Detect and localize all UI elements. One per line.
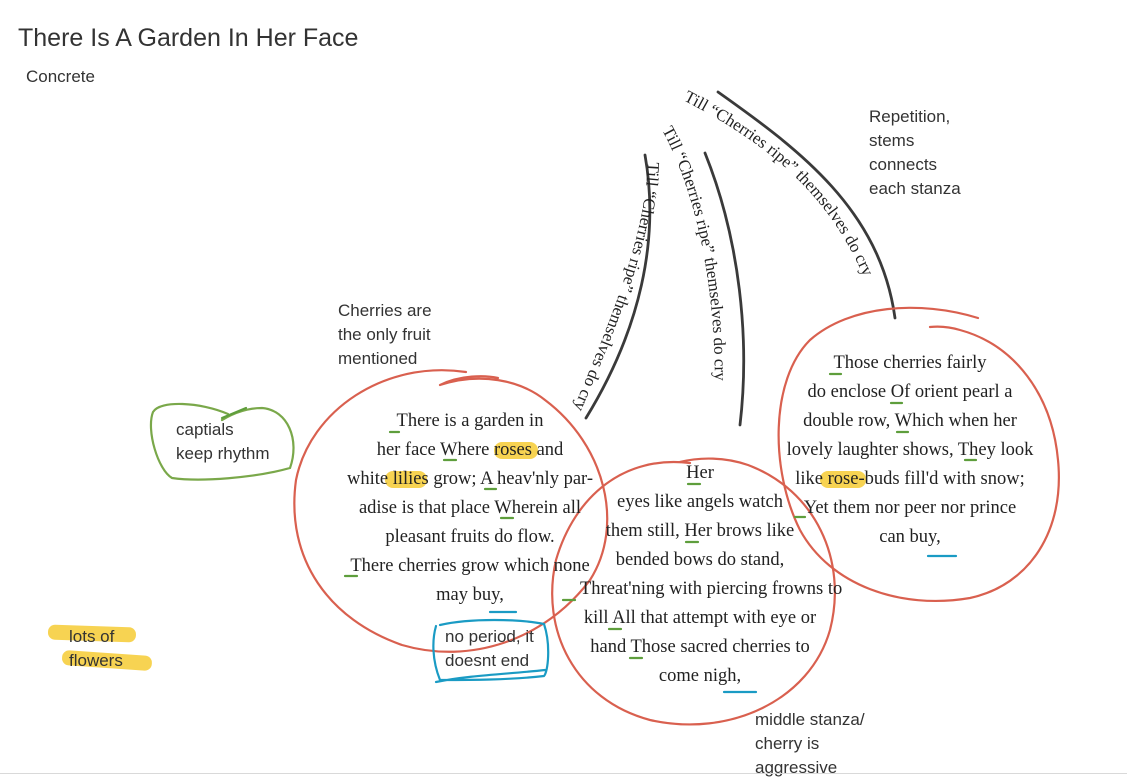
note-line: cherry is [755, 734, 820, 753]
stem-line-2 [703, 151, 746, 427]
poem-line: Her [686, 463, 714, 483]
note-line: stems [869, 131, 915, 150]
note-line: mentioned [338, 349, 418, 368]
poem-line: double row, Which when her [803, 411, 1017, 431]
note-middle-stanza: middle stanza/ cherry is aggressive [755, 708, 865, 780]
poem-line: may buy, [436, 585, 504, 605]
poem-line: eyes like angels watch [617, 492, 783, 512]
poem-line: kill All that attempt with eye or [583, 608, 817, 628]
stem-text-1: Till “Cherries ripe” themselves do cry [570, 162, 663, 415]
note-line: Repetition, [869, 107, 951, 126]
poem-line: like rose-buds fill'd with snow; [795, 469, 1025, 489]
poem-line: There cherries grow which none [350, 556, 590, 576]
capitals-box [149, 402, 295, 481]
poem-line: Those cherries fairly [833, 353, 987, 373]
poem-line: adise is that place Wherein all [358, 498, 582, 518]
highlight-rose-buds [820, 471, 866, 488]
highlights [47, 442, 866, 671]
note-line: doesnt end [445, 651, 530, 670]
capital-underlines [220, 372, 978, 660]
poem-line: lovely laughter shows, They look [786, 440, 1034, 460]
note-line: connects [869, 155, 938, 174]
comma-underlines [488, 554, 958, 694]
poem-line: Threat'ning with piercing frowns to [580, 579, 843, 599]
stem-text-2: Till “Cherries ripe” themselves do cry [658, 123, 729, 381]
poem-line: bended bows do stand, [615, 550, 785, 570]
note-flowers: lots of flowers [69, 625, 123, 673]
note-cherries-fruit: Cherries are the only fruit mentioned [338, 299, 432, 371]
poem-line: hand Those sacred cherries to [590, 637, 810, 657]
page-title: There Is A Garden In Her Face [18, 24, 359, 52]
cherry-circle-1 [293, 369, 609, 653]
highlight-roses [494, 442, 538, 459]
poem-stanza-1: There is a garden in her face Where rose… [330, 407, 610, 610]
note-line: captials [176, 420, 234, 439]
note-line: middle stanza/ [755, 710, 865, 729]
note-repetition: Repetition, stems connects each stanza [869, 105, 961, 201]
note-line: each stanza [869, 179, 961, 198]
stem-line-1 [584, 153, 652, 420]
note-line: keep rhythm [176, 444, 270, 463]
note-line: the only fruit [338, 325, 431, 344]
divider [0, 773, 1127, 774]
cherry-circle-3 [777, 306, 1060, 602]
poem-line: can buy, [879, 527, 941, 547]
poem-line: There is a garden in [396, 411, 544, 431]
cherry-circle-2 [551, 457, 836, 726]
cherry-circles [293, 306, 1060, 726]
poem-stanza-2: Her eyes like angels watch them still, H… [580, 459, 843, 691]
stem-text-2-path: Till “Cherries ripe” themselves do cry [658, 123, 729, 381]
note-line: aggressive [755, 758, 838, 777]
note-no-period: no period, it doesnt end [445, 625, 534, 673]
period-box [432, 618, 550, 684]
note-line: no period, it [445, 627, 534, 646]
poem-line: white lilies grow; A heav'nly par- [347, 469, 593, 489]
poem-line: do enclose Of orient pearl a [807, 382, 1013, 402]
highlight-lilies [385, 471, 427, 488]
highlight-lots-of [47, 624, 136, 643]
form-label: Concrete [26, 67, 95, 86]
note-capitals: captials keep rhythm [176, 418, 270, 466]
note-line: Cherries are [338, 301, 432, 320]
poem-line: them still, Her brows like [605, 521, 795, 541]
highlight-flowers [62, 650, 152, 671]
cherry-stems [584, 90, 897, 427]
poem-line: pleasant fruits do flow. [385, 527, 555, 547]
note-line: lots of [69, 627, 115, 646]
poem-line: Yet them nor peer nor prince [803, 498, 1017, 518]
poem-stanza-3: Those cherries fairly do enclose Of orie… [770, 349, 1050, 552]
poem-line: come nigh, [658, 666, 742, 686]
note-line: flowers [69, 651, 123, 670]
poem-line: her face Where roses and [376, 440, 564, 460]
stem-line-3 [716, 90, 897, 320]
stem-text-1-path: Till “Cherries ripe” themselves do cry [570, 162, 663, 415]
